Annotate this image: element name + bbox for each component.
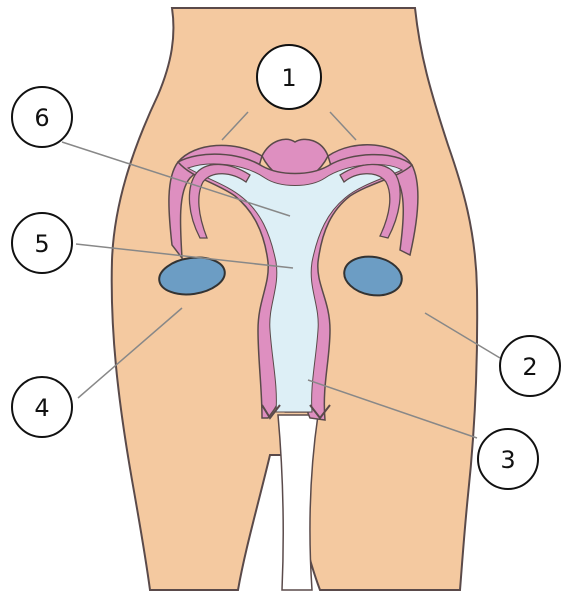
callout-1: 1 [257, 45, 321, 109]
callout-4: 4 [12, 377, 72, 437]
callout-6: 6 [12, 87, 72, 147]
callout-2-label: 2 [522, 353, 537, 381]
callout-5-label: 5 [34, 230, 49, 258]
callout-5: 5 [12, 213, 72, 273]
callout-6-label: 6 [34, 104, 49, 132]
callout-1-label: 1 [281, 64, 296, 92]
callout-3-label: 3 [500, 446, 515, 474]
callout-2: 2 [500, 336, 560, 396]
callout-3: 3 [478, 429, 538, 489]
callout-4-label: 4 [34, 394, 49, 422]
